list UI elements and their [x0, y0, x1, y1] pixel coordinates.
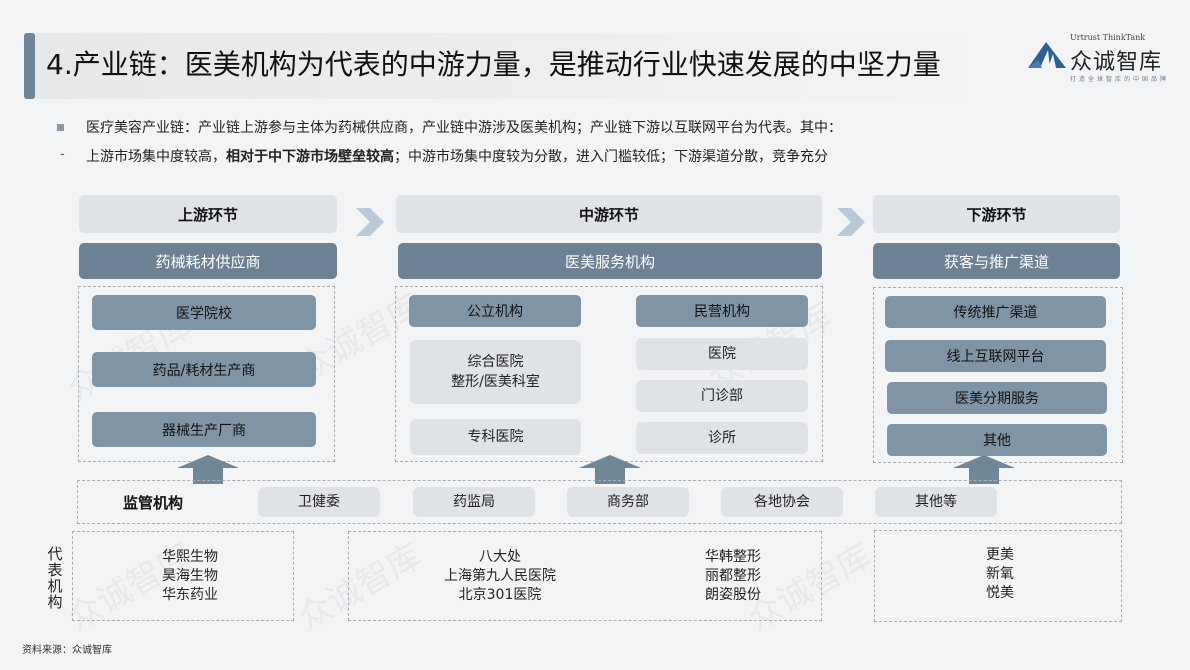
- upstream-representatives: 华熙生物 昊海生物 华东药业: [130, 548, 250, 605]
- company-name: 华韩整形: [705, 549, 761, 565]
- company-name: 新氧: [986, 566, 1014, 582]
- midstream-representatives-box: [348, 531, 822, 621]
- intro-line-1: 医疗美容产业链：产业链上游参与主体为药械供应商，产业链中游涉及医美机构；产业链下…: [86, 120, 842, 136]
- intro-line-2: 上游市场集中度较高，相对于中下游市场壁垒较高；中游市场集中度较为分散，进入门槛较…: [86, 147, 828, 167]
- upstream-item: 医学院校: [92, 295, 316, 330]
- chevron-right-icon: [356, 208, 384, 236]
- company-name: 上海第九人民医院: [444, 568, 556, 584]
- regulator-item: 药监局: [413, 487, 535, 517]
- representatives-label-char: 表: [47, 561, 63, 579]
- title-bar: [24, 33, 1004, 99]
- title-accent-bar: [24, 33, 35, 99]
- logo-chinese-name: 众诚智库: [1070, 50, 1163, 75]
- chevron-right-icon: [837, 208, 865, 236]
- midstream-public-representatives: 八大处 上海第九人民医院 北京301医院: [420, 548, 580, 605]
- intro-line-2-suffix: ；中游市场集中度较为分散，进入门槛较低；下游渠道分散，竞争充分: [394, 149, 828, 165]
- public-institution-item: 专科医院: [410, 419, 581, 455]
- regulator-item: 各地协会: [721, 487, 843, 517]
- midstream-private-representatives: 华韩整形 丽都整形 朗姿股份: [693, 548, 773, 605]
- source-note: 资料来源：众诚智库: [22, 645, 112, 656]
- representatives-label-char: 代: [47, 545, 63, 563]
- downstream-stage-header: 下游环节: [873, 195, 1120, 233]
- upstream-category: 药械耗材供应商: [79, 243, 337, 279]
- midstream-category: 医美服务机构: [398, 243, 822, 279]
- public-item-line: 整形/医美科室: [451, 374, 540, 390]
- downstream-item: 医美分期服务: [887, 382, 1107, 414]
- arrow-up-icon: [953, 455, 1015, 484]
- company-name: 华熙生物: [162, 549, 218, 565]
- public-institutions-header: 公立机构: [409, 295, 581, 327]
- intro-line-2-prefix: 上游市场集中度较高，: [86, 149, 226, 165]
- downstream-representatives: 更美 新氧 悦美: [970, 546, 1030, 603]
- downstream-item: 其他: [887, 424, 1107, 456]
- midstream-stage-header: 中游环节: [396, 195, 822, 233]
- private-institutions-header: 民营机构: [636, 295, 808, 327]
- representatives-label-char: 机: [47, 577, 63, 595]
- regulator-item: 卫健委: [258, 487, 380, 517]
- company-name: 朗姿股份: [705, 587, 761, 603]
- logo-english-name: Urtrust ThinkTank: [1070, 33, 1146, 42]
- company-name: 更美: [986, 547, 1014, 563]
- downstream-item: 线上互联网平台: [885, 340, 1106, 372]
- downstream-item: 传统推广渠道: [885, 296, 1106, 328]
- company-name: 昊海生物: [162, 568, 218, 584]
- representatives-label: 代 表 机 构: [46, 546, 64, 610]
- company-name: 丽都整形: [705, 568, 761, 584]
- company-name: 八大处: [479, 549, 521, 565]
- downstream-category: 获客与推广渠道: [873, 243, 1120, 279]
- company-name: 北京301医院: [458, 587, 542, 603]
- upstream-representatives-box: [72, 531, 294, 621]
- intro-line-2-bold: 相对于中下游市场壁垒较高: [226, 149, 394, 165]
- private-institution-item: 诊所: [636, 422, 808, 454]
- mountain-logo-icon: [1028, 42, 1066, 68]
- upstream-item: 药品/耗材生产商: [92, 352, 316, 387]
- regulator-item: 其他等: [875, 487, 997, 517]
- logo-slogan: 打造全球智库的中国品牌: [1070, 76, 1170, 83]
- downstream-representatives-box: [874, 530, 1122, 622]
- arrow-up-icon: [579, 455, 641, 484]
- company-name: 华东药业: [162, 587, 218, 603]
- regulators-group: [77, 480, 1122, 524]
- upstream-stage-header: 上游环节: [79, 195, 337, 233]
- page-title: 4.产业链：医美机构为代表的中游力量，是推动行业快速发展的中坚力量: [46, 48, 941, 81]
- upstream-item: 器械生产厂商: [92, 412, 316, 447]
- private-institution-item: 门诊部: [636, 380, 808, 412]
- public-item-line: 综合医院: [467, 354, 524, 370]
- regulators-label: 监管机构: [123, 494, 184, 512]
- public-institution-item: 综合医院 整形/医美科室: [410, 340, 581, 404]
- company-name: 悦美: [986, 585, 1014, 601]
- private-institution-item: 医院: [636, 338, 808, 370]
- representatives-label-char: 构: [47, 593, 63, 611]
- regulator-item: 商务部: [567, 487, 689, 517]
- bullet-square-icon: [57, 124, 64, 131]
- bullet-dash-icon: -: [60, 147, 65, 162]
- arrow-up-icon: [177, 455, 239, 484]
